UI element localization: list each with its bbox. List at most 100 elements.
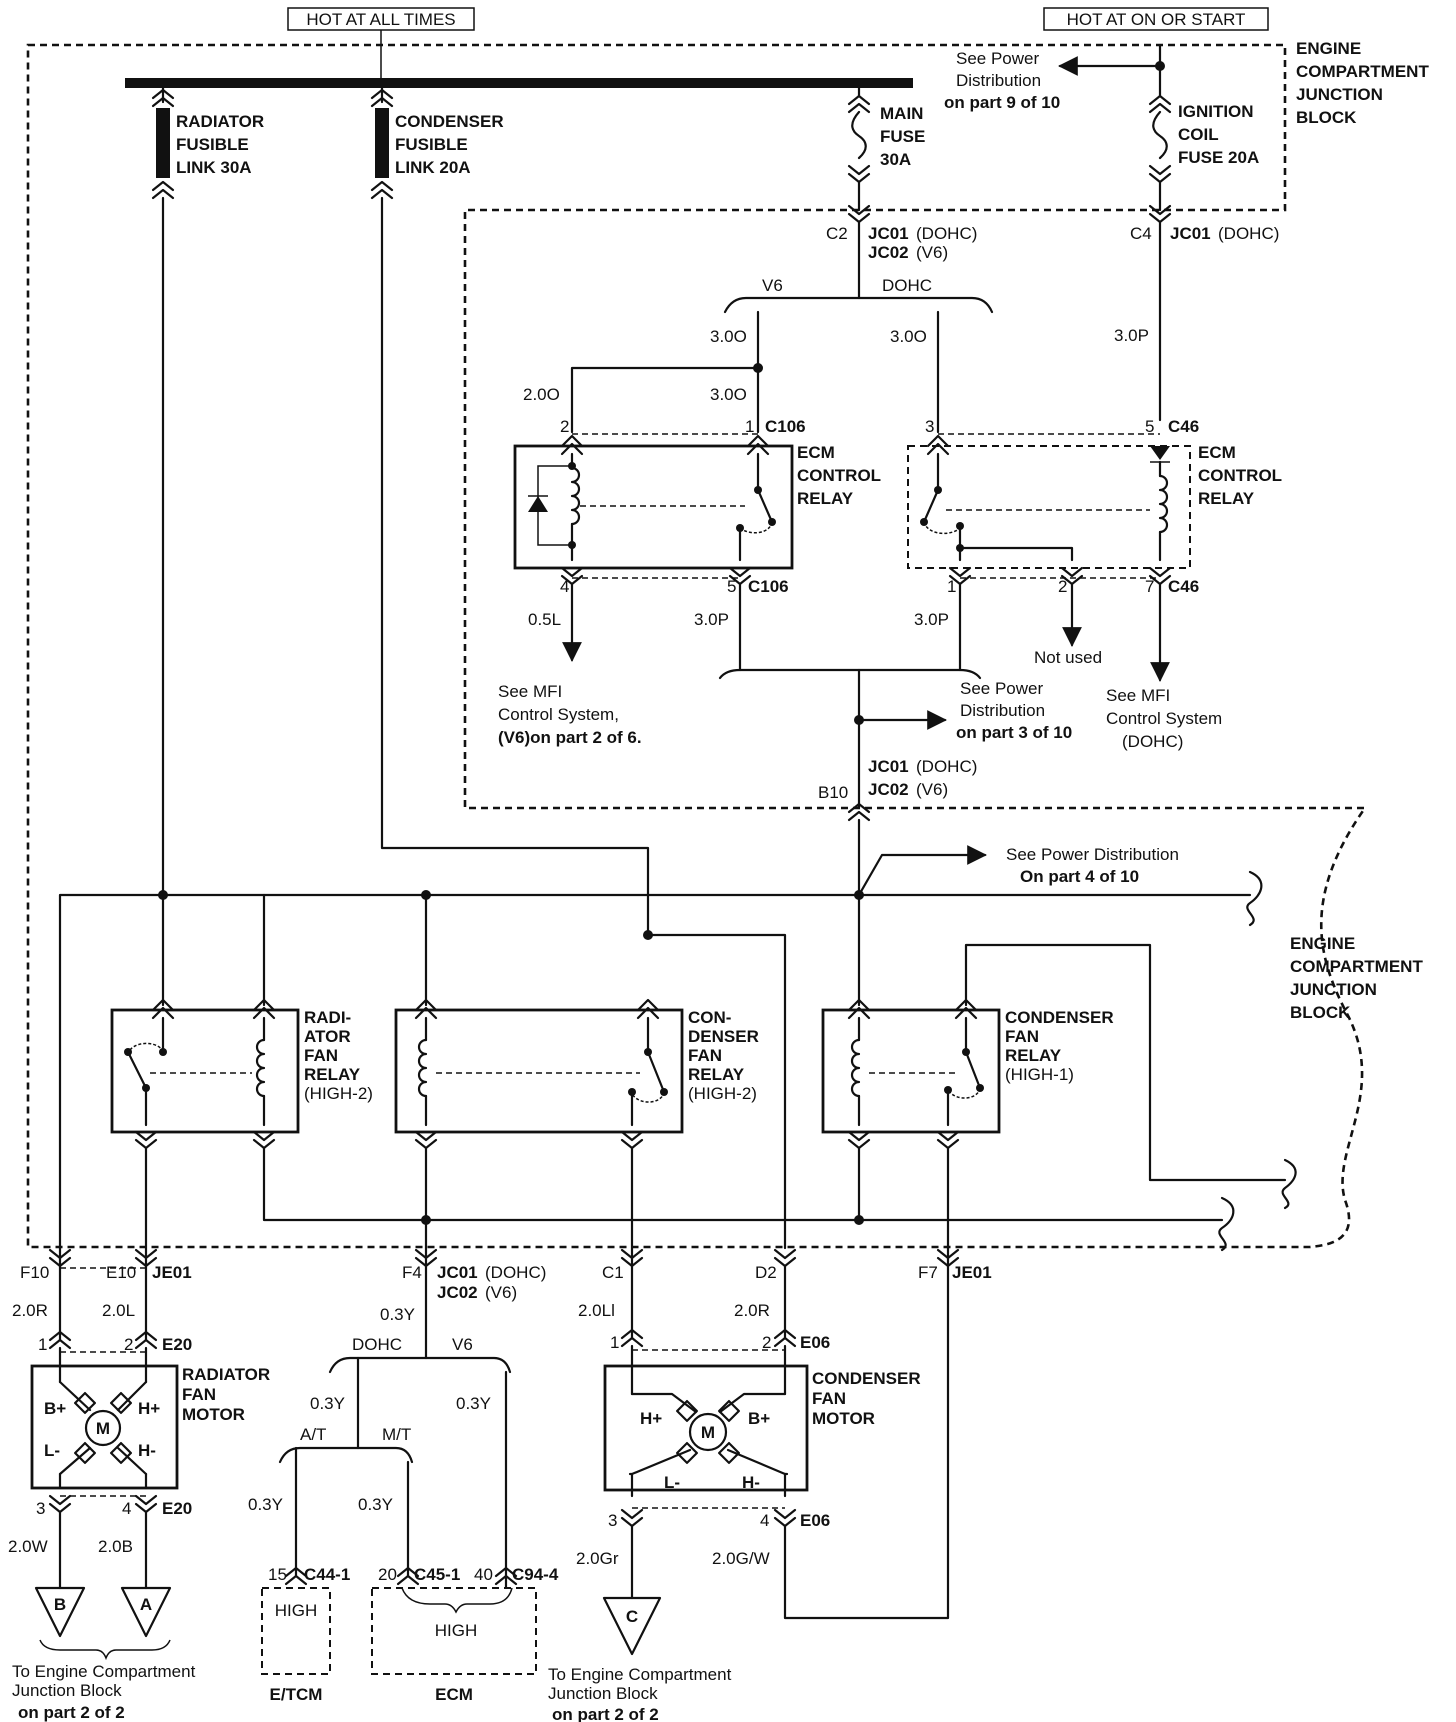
svg-text:LINK 20A: LINK 20A bbox=[395, 158, 471, 177]
svg-text:HIGH: HIGH bbox=[275, 1601, 318, 1620]
svg-text:FAN: FAN bbox=[688, 1046, 722, 1065]
svg-text:RADIATOR: RADIATOR bbox=[182, 1365, 270, 1384]
svg-text:on part 3 of 10: on part 3 of 10 bbox=[956, 723, 1072, 742]
svg-text:30A: 30A bbox=[880, 150, 911, 169]
svg-text:ECM: ECM bbox=[1198, 443, 1236, 462]
ecm-module: HIGH ECM bbox=[371, 1587, 537, 1704]
svg-text:1: 1 bbox=[745, 417, 754, 436]
svg-text:C: C bbox=[626, 1607, 638, 1626]
svg-text:HOT AT ALL TIMES: HOT AT ALL TIMES bbox=[306, 10, 455, 29]
svg-text:RADI-: RADI- bbox=[304, 1008, 351, 1027]
svg-text:RELAY: RELAY bbox=[688, 1065, 745, 1084]
svg-text:JC01: JC01 bbox=[1170, 224, 1211, 243]
svg-text:DENSER: DENSER bbox=[688, 1027, 759, 1046]
svg-text:40: 40 bbox=[474, 1565, 493, 1584]
svg-text:Junction Block: Junction Block bbox=[12, 1681, 122, 1700]
svg-text:HIGH: HIGH bbox=[435, 1621, 478, 1640]
svg-text:COIL: COIL bbox=[1178, 125, 1219, 144]
see-mfi-dohc: See MFI Control System (DOHC) bbox=[1106, 686, 1222, 751]
svg-text:H-: H- bbox=[742, 1473, 760, 1492]
svg-text:H+: H+ bbox=[640, 1409, 662, 1428]
svg-text:H+: H+ bbox=[138, 1399, 160, 1418]
svg-text:3: 3 bbox=[608, 1511, 617, 1530]
see-mfi-v6: See MFI Control System, (V6)on part 2 of… bbox=[498, 682, 642, 747]
ground-a: A bbox=[120, 1586, 172, 1638]
svg-text:Distribution: Distribution bbox=[956, 71, 1041, 90]
svg-text:JC02: JC02 bbox=[868, 243, 909, 262]
svg-text:E06: E06 bbox=[800, 1511, 830, 1530]
svg-text:5: 5 bbox=[1145, 417, 1154, 436]
svg-text:5: 5 bbox=[727, 577, 736, 596]
svg-text:CON-: CON- bbox=[688, 1008, 731, 1027]
see-power-distribution-part-9: See Power Distribution on part 9 of 10 bbox=[944, 49, 1060, 112]
svg-text:B+: B+ bbox=[44, 1399, 66, 1418]
svg-text:M: M bbox=[701, 1423, 715, 1442]
svg-text:DOHC: DOHC bbox=[882, 276, 932, 295]
ecm-control-relay-dohc: ECM CONTROL RELAY bbox=[907, 434, 1282, 586]
svg-text:ECM: ECM bbox=[435, 1685, 473, 1704]
svg-text:JC01: JC01 bbox=[868, 757, 909, 776]
connector-jc01-c4: JC01 (DOHC) bbox=[1170, 224, 1279, 243]
connector-jc01-jc02-b10: JC01 (DOHC) JC02 (V6) bbox=[868, 757, 977, 799]
svg-text:B10: B10 bbox=[818, 783, 848, 802]
svg-text:V6: V6 bbox=[452, 1335, 473, 1354]
hot-at-all-times-label: HOT AT ALL TIMES bbox=[287, 7, 475, 31]
main-fuse-30a: MAIN FUSE 30A bbox=[847, 86, 925, 224]
svg-text:FUSIBLE: FUSIBLE bbox=[395, 135, 468, 154]
etcm-module: HIGH E/TCM bbox=[261, 1587, 331, 1704]
svg-text:2.0W: 2.0W bbox=[8, 1537, 48, 1556]
svg-text:LINK 30A: LINK 30A bbox=[176, 158, 252, 177]
svg-text:FAN: FAN bbox=[304, 1046, 338, 1065]
svg-text:(DOHC): (DOHC) bbox=[1218, 224, 1279, 243]
svg-text:F10: F10 bbox=[20, 1263, 49, 1282]
svg-text:IGNITION: IGNITION bbox=[1178, 102, 1254, 121]
svg-text:3.0O: 3.0O bbox=[710, 327, 747, 346]
svg-text:JUNCTION: JUNCTION bbox=[1296, 85, 1383, 104]
svg-text:on part 9 of 10: on part 9 of 10 bbox=[944, 93, 1060, 112]
svg-text:BLOCK: BLOCK bbox=[1296, 108, 1357, 127]
svg-text:BLOCK: BLOCK bbox=[1290, 1003, 1351, 1022]
condenser-fan-relay-high1-label: CONDENSER FAN RELAY (HIGH-1) bbox=[1005, 1008, 1114, 1084]
svg-text:MAIN: MAIN bbox=[880, 104, 923, 123]
svg-text:2.0L: 2.0L bbox=[102, 1301, 135, 1320]
svg-text:JUNCTION: JUNCTION bbox=[1290, 980, 1377, 999]
svg-text:FUSE 20A: FUSE 20A bbox=[1178, 148, 1259, 167]
svg-text:1: 1 bbox=[947, 577, 956, 596]
svg-text:B+: B+ bbox=[748, 1409, 770, 1428]
svg-text:Junction Block: Junction Block bbox=[548, 1684, 658, 1703]
ecm-control-relay-v6-label: ECM CONTROL RELAY bbox=[797, 443, 881, 508]
svg-text:ATOR: ATOR bbox=[304, 1027, 351, 1046]
svg-text:2: 2 bbox=[762, 1333, 771, 1352]
see-power-distribution-part-3: See Power Distribution on part 3 of 10 bbox=[956, 679, 1072, 742]
svg-text:See MFI: See MFI bbox=[1106, 686, 1170, 705]
svg-text:0.3Y: 0.3Y bbox=[358, 1495, 393, 1514]
svg-text:MOTOR: MOTOR bbox=[182, 1405, 245, 1424]
ground-c: C bbox=[602, 1596, 662, 1656]
svg-text:C4: C4 bbox=[1130, 224, 1152, 243]
svg-text:JC02: JC02 bbox=[868, 780, 909, 799]
svg-text:ENGINE: ENGINE bbox=[1290, 934, 1355, 953]
svg-text:(DOHC): (DOHC) bbox=[485, 1263, 546, 1282]
svg-text:(DOHC): (DOHC) bbox=[916, 224, 977, 243]
svg-text:RELAY: RELAY bbox=[1005, 1046, 1062, 1065]
svg-text:F4: F4 bbox=[402, 1263, 422, 1282]
svg-text:(HIGH-2): (HIGH-2) bbox=[688, 1084, 757, 1103]
svg-text:COMPARTMENT: COMPARTMENT bbox=[1290, 957, 1423, 976]
condenser-fan-motor: M H+ B+ L- H- bbox=[603, 1344, 809, 1498]
radiator-fan-motor: M B+ H+ L- H- bbox=[30, 1346, 179, 1490]
svg-text:0.3Y: 0.3Y bbox=[248, 1495, 283, 1514]
svg-text:2: 2 bbox=[124, 1335, 133, 1354]
svg-text:COMPARTMENT: COMPARTMENT bbox=[1296, 62, 1429, 81]
svg-text:A/T: A/T bbox=[300, 1425, 326, 1444]
svg-text:(V6)on part 2 of 6.: (V6)on part 2 of 6. bbox=[498, 728, 642, 747]
svg-text:C2: C2 bbox=[826, 224, 848, 243]
radiator-fan-relay-label: RADI- ATOR FAN RELAY (HIGH-2) bbox=[304, 1008, 373, 1103]
svg-text:Distribution: Distribution bbox=[960, 701, 1045, 720]
see-power-distribution-part-4: See Power Distribution On part 4 of 10 bbox=[1006, 845, 1179, 886]
svg-text:C46: C46 bbox=[1168, 577, 1199, 596]
svg-text:V6: V6 bbox=[762, 276, 783, 295]
svg-text:0.3Y: 0.3Y bbox=[456, 1394, 491, 1413]
svg-text:(DOHC): (DOHC) bbox=[916, 757, 977, 776]
svg-text:L-: L- bbox=[664, 1473, 680, 1492]
svg-text:To Engine Compartment: To Engine Compartment bbox=[548, 1665, 732, 1684]
